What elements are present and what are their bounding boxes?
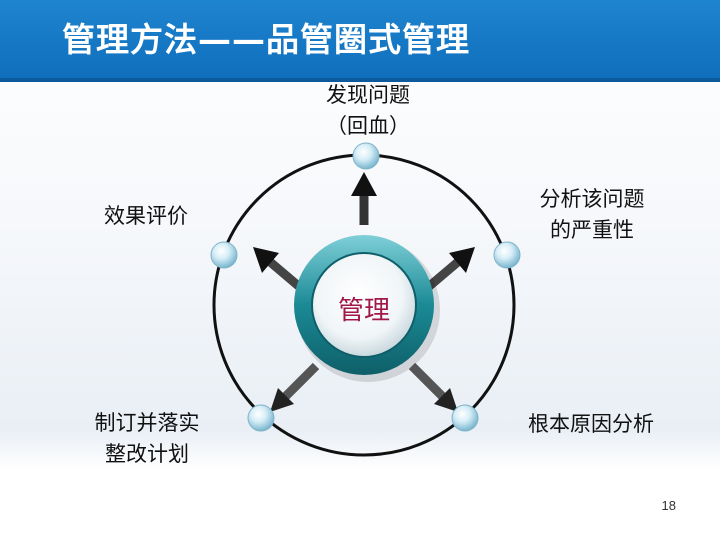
step-label-line: 分析该问题: [512, 184, 672, 215]
node-discover: [353, 143, 379, 169]
node-root-cause: [452, 405, 478, 431]
arrow-to-root-cause: [412, 366, 443, 397]
page-number: 18: [662, 498, 676, 513]
arrow-to-plan: [285, 366, 316, 397]
step-label-root-cause: 根本原因分析: [496, 409, 686, 440]
node-plan: [248, 405, 274, 431]
step-label-line: 根本原因分析: [496, 409, 686, 440]
center-label: 管理: [300, 290, 428, 327]
step-label-line: 效果评价: [74, 201, 218, 232]
step-label-analyze: 分析该问题 的严重性: [512, 184, 672, 246]
step-label-discover: 发现问题 （回血）: [296, 80, 440, 142]
step-label-line: 发现问题: [296, 80, 440, 111]
step-label-evaluate: 效果评价: [74, 201, 218, 232]
node-evaluate: [211, 242, 237, 268]
step-label-line: 的严重性: [512, 215, 672, 246]
step-label-plan: 制订并落实 整改计划: [62, 408, 232, 470]
step-label-line: （回血）: [296, 111, 440, 142]
step-label-line: 制订并落实: [62, 408, 232, 439]
step-label-line: 整改计划: [62, 439, 232, 470]
arrowhead-discover: [351, 172, 377, 196]
